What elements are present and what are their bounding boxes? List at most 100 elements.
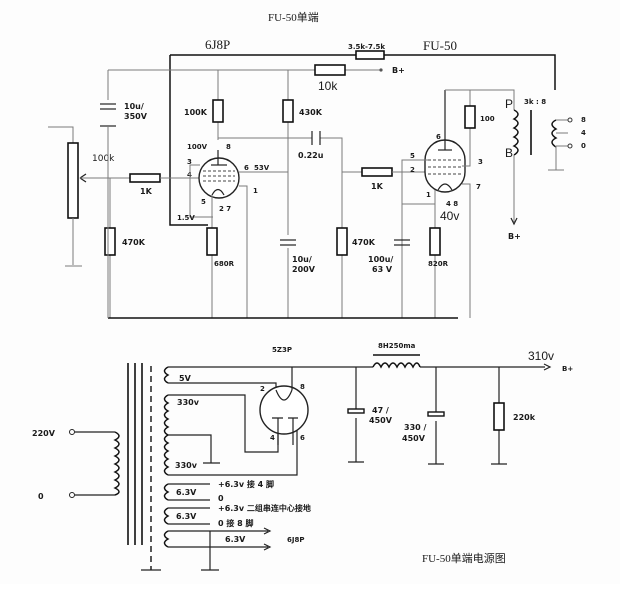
bleeder-wire <box>491 367 507 465</box>
bleeder-resistor <box>493 402 505 431</box>
sec-5v-coil <box>163 366 170 384</box>
sec-5v-wires <box>168 366 345 392</box>
v2-cathode <box>437 183 453 191</box>
heater-2-top-note: +6.3v 二组串连中心接地 <box>218 503 311 513</box>
cathode-resistor-2 <box>429 227 441 256</box>
v2-pin-g2: 5 <box>410 152 415 160</box>
v1-cathode <box>211 188 225 196</box>
sec-hv-coil <box>163 394 170 476</box>
bplus-resistor <box>314 64 346 76</box>
cap-1-label-1: 47 / <box>372 406 389 415</box>
choke-coil <box>372 362 421 369</box>
heater-2-coil <box>163 507 170 525</box>
grid-leak-2-label: 470K <box>352 238 376 247</box>
input-wire <box>48 126 74 145</box>
cap-1-label-2: 450V <box>369 416 393 425</box>
mains-zero-terminal[interactable] <box>69 492 75 498</box>
decoupling-cap-label-1: 10u/ <box>124 102 144 111</box>
v1-pin-g3: 3 <box>187 158 192 166</box>
coupling-wire <box>218 137 343 318</box>
heater-1-wires <box>168 483 210 501</box>
v1-pin-heater: 2 7 <box>219 205 231 213</box>
decoupling-cap-label-2: 350V <box>124 112 148 121</box>
bplus-terminal <box>379 68 383 72</box>
tube-output-label: FU-50 <box>423 38 457 53</box>
v2-g2-wire <box>401 159 428 318</box>
power-supply-section: 5Z3P 220V 0 5V 330v 330v 2 8 4 6 <box>32 342 573 571</box>
rect-anodes <box>272 417 298 445</box>
feedback-wire <box>170 54 556 90</box>
v2-pin-g3: 3 <box>478 158 483 166</box>
v2-pin-g1: 2 <box>410 166 415 174</box>
v2-pin-7: 7 <box>476 183 481 191</box>
cap-2 <box>427 411 445 417</box>
cap-1-wire <box>348 367 364 463</box>
amplifier-section: 6J8P FU-50 3.5k-7.5k 10k B+ 10u/ 350V 10… <box>48 37 586 319</box>
ot-tap-label-4: 4 <box>581 129 586 137</box>
heater-2-wires <box>168 507 210 525</box>
v2-pin-plate: 6 <box>436 133 441 141</box>
rect-pin-8: 8 <box>300 383 305 391</box>
cap-2-label-2: 450V <box>402 434 426 443</box>
tube-driver-label: 6J8P <box>205 37 230 52</box>
mains-terminal[interactable] <box>69 429 75 435</box>
bplus-top-label: B+ <box>392 66 405 75</box>
v2-pin-heater: 4 8 <box>446 200 458 208</box>
cathode-cap-2-label-2: 63 V <box>372 265 393 274</box>
ot-bplus-arrow <box>510 217 518 226</box>
hv-ct-ground <box>168 434 220 464</box>
cathode-resistor-2-label: 820R <box>428 260 449 268</box>
sec-5v-label: 5V <box>179 374 192 383</box>
v1-pin-cap: 1 <box>253 187 258 195</box>
v2-pin7-wire <box>462 183 471 318</box>
cathode-resistor-1-label: 680R <box>214 260 235 268</box>
cathode-cap-2-label-1: 100u/ <box>368 255 393 264</box>
heater-3-label: 6.3V <box>225 535 246 544</box>
screen-resistor-2-label: 100 <box>480 115 495 123</box>
coupling-cap-label: 0.22u <box>298 151 324 160</box>
heater-1-coil <box>163 483 170 501</box>
mains-primary-coil <box>113 431 120 496</box>
plate-load-resistor <box>212 99 224 123</box>
hv-anode-2-wire <box>168 425 298 476</box>
screen-bypass-cap-label-1: 10u/ <box>292 255 312 264</box>
v2-pin-k: 1 <box>426 191 431 199</box>
screen-bypass-cap-label-2: 200V <box>292 265 316 274</box>
v1-pin-k: 5 <box>201 198 206 206</box>
ot-tap-8[interactable] <box>567 117 573 123</box>
heater-3-dest: 6J8P <box>287 536 304 544</box>
volume-pot-label: 100k <box>92 154 115 164</box>
plate-load-label: 100K <box>184 108 208 117</box>
mains-label: 220V <box>32 429 56 438</box>
ot-primary-top-label: P <box>505 97 513 111</box>
bottom-title: FU-50单端电源图 <box>422 551 506 565</box>
rectifier-label: 5Z3P <box>272 346 292 354</box>
grid-leak-2 <box>336 227 348 256</box>
heater-1-bottom-note: 0 <box>218 494 224 503</box>
rect-pin-6: 6 <box>300 434 305 442</box>
screen-resistor-2 <box>464 105 476 129</box>
feedback-resistor <box>355 50 385 60</box>
heater-3-coil <box>163 530 170 548</box>
cap-2-label-1: 330 / <box>404 423 426 432</box>
pot-ground <box>65 218 82 267</box>
v1-pin-plate: 8 <box>226 143 231 151</box>
grid-leak-1-label: 470K <box>122 238 146 247</box>
cap-2-wire <box>428 367 444 465</box>
ot-tap-0[interactable] <box>567 143 573 149</box>
supply-voltage-label: 310v <box>528 349 554 363</box>
v2-cathode-voltage: 40v <box>440 209 459 223</box>
screen-resistor <box>282 99 294 123</box>
ot-bplus-label: B+ <box>508 232 521 241</box>
v1-cathode-voltage: 1.5V <box>177 214 195 222</box>
tube-6j8p <box>198 157 240 199</box>
cathode-resistor-1 <box>206 227 218 256</box>
cap-1 <box>347 408 365 414</box>
pot-wiper-arrow <box>79 173 87 183</box>
ot-secondary-wires <box>548 119 568 171</box>
ot-primary-coil <box>512 109 519 156</box>
heater-3-wires <box>168 530 268 571</box>
top-title: FU-50单端 <box>268 11 319 24</box>
ot-ratio-label: 3k : 8 <box>524 98 546 106</box>
